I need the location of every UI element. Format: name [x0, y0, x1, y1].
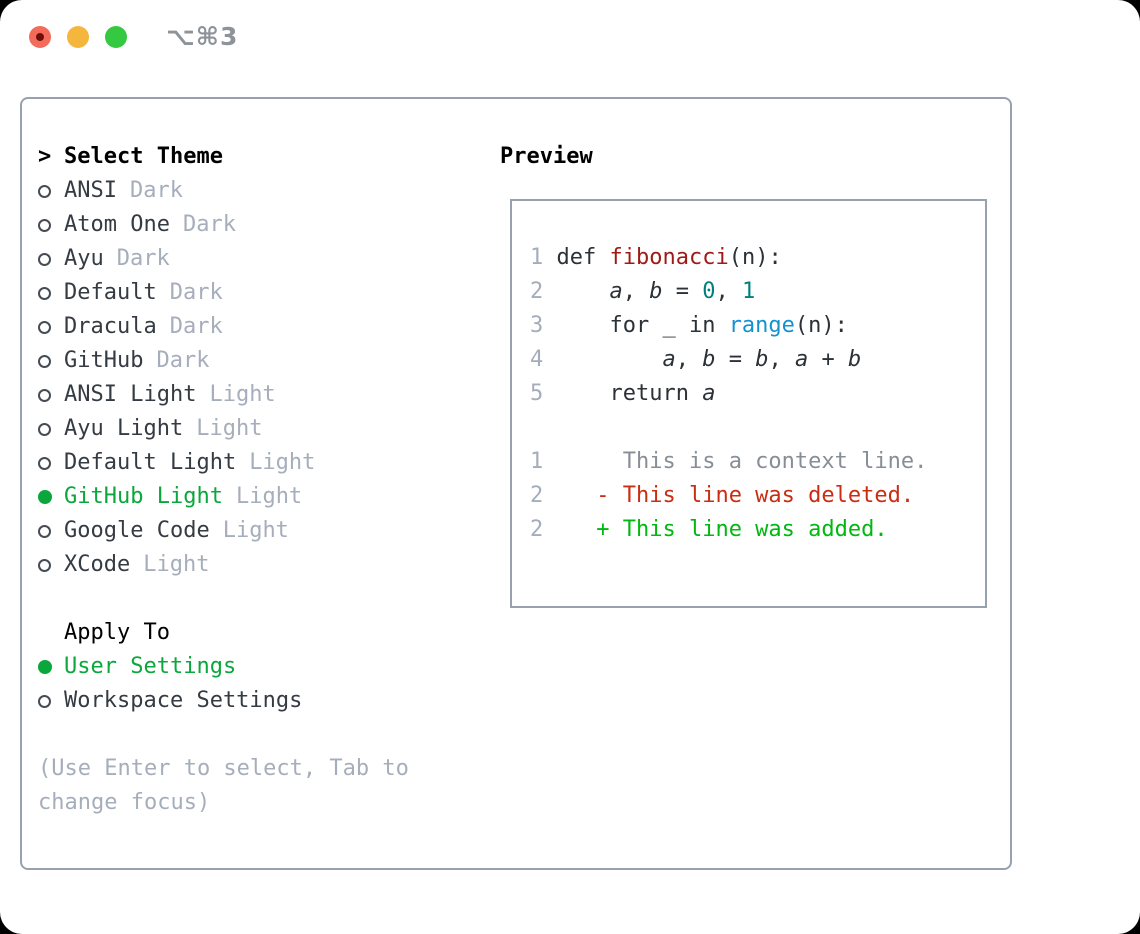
- code-line: 3 for _ in range(n):: [530, 313, 848, 338]
- theme-name: ANSI: [64, 178, 117, 203]
- apply-to-header: Apply To: [38, 616, 409, 650]
- theme-list: > Select Theme ANSI Dark Atom One Dark A…: [38, 140, 409, 820]
- radio-icon: [38, 252, 64, 266]
- radio-icon: [38, 422, 64, 436]
- diff-added-line: 2 + This line was added.: [530, 517, 888, 542]
- diff-context-line: 1 This is a context line.: [530, 449, 928, 474]
- close-button[interactable]: [29, 26, 51, 48]
- footer-hint-line1: (Use Enter to select, Tab to: [38, 756, 409, 781]
- blank-line: [530, 411, 985, 445]
- theme-variant: Dark: [169, 280, 223, 305]
- diff-deleted-line: 2 - This line was deleted.: [530, 483, 915, 508]
- preview-title: Preview: [500, 144, 593, 169]
- theme-option-ansi-light[interactable]: ANSI Light Light: [38, 378, 409, 412]
- theme-option-default-light[interactable]: Default Light Light: [38, 446, 409, 480]
- theme-name: Ayu Light: [64, 416, 184, 441]
- theme-option-ansi-dark[interactable]: ANSI Dark: [38, 174, 409, 208]
- apply-to-label: Apply To: [64, 620, 170, 645]
- theme-variant: Light: [143, 552, 210, 577]
- radio-icon: [38, 218, 64, 232]
- theme-variant: Light: [235, 484, 303, 509]
- theme-option-xcode-light[interactable]: XCode Light: [38, 548, 409, 582]
- footer-hint-line2: change focus): [38, 790, 211, 815]
- theme-variant: Dark: [156, 348, 210, 373]
- theme-variant: Dark: [116, 246, 170, 271]
- theme-variant: Light: [222, 518, 289, 543]
- theme-option-google-code-light[interactable]: Google Code Light: [38, 514, 409, 548]
- apply-option-workspace-settings[interactable]: Workspace Settings: [38, 684, 409, 718]
- apply-option-label: User Settings: [64, 654, 237, 679]
- apply-option-user-settings[interactable]: User Settings: [38, 650, 409, 684]
- theme-variant: Dark: [129, 178, 183, 203]
- theme-option-github-light-selected[interactable]: GitHub Light Light: [38, 480, 409, 514]
- radio-icon: [38, 354, 64, 368]
- preview-pane: 1 def fibonacci(n): 2 a, b = 0, 1 3 for …: [510, 199, 987, 608]
- theme-name: Dracula: [64, 314, 157, 339]
- radio-icon: [38, 184, 64, 198]
- radio-icon: [38, 694, 64, 708]
- theme-option-atom-one-dark[interactable]: Atom One Dark: [38, 208, 409, 242]
- theme-variant: Light: [249, 450, 316, 475]
- theme-name: Default: [64, 280, 157, 305]
- theme-name: Default Light: [64, 450, 237, 475]
- theme-variant: Dark: [169, 314, 223, 339]
- radio-icon: [38, 558, 64, 572]
- theme-variant: Dark: [182, 212, 236, 237]
- theme-option-dracula-dark[interactable]: Dracula Dark: [38, 310, 409, 344]
- theme-name: GitHub: [64, 348, 144, 373]
- radio-selected-icon: [38, 660, 64, 674]
- theme-option-github-dark[interactable]: GitHub Dark: [38, 344, 409, 378]
- select-theme-label: Select Theme: [64, 144, 223, 169]
- radio-icon: [38, 456, 64, 470]
- radio-icon: [38, 286, 64, 300]
- theme-name: Google Code: [64, 518, 210, 543]
- code-line: 2 a, b = 0, 1: [530, 279, 756, 304]
- theme-name: GitHub Light: [64, 484, 223, 509]
- window-title: ⌥⌘3: [166, 22, 239, 51]
- minimize-button[interactable]: [67, 26, 89, 48]
- theme-variant: Light: [196, 416, 263, 441]
- radio-selected-icon: [38, 490, 64, 504]
- theme-variant: Light: [209, 382, 276, 407]
- zoom-button[interactable]: [105, 26, 127, 48]
- theme-name: XCode: [64, 552, 131, 577]
- code-line: 1 def fibonacci(n):: [530, 245, 782, 270]
- apply-option-label: Workspace Settings: [64, 688, 303, 713]
- radio-icon: [38, 388, 64, 402]
- cursor-arrow-icon: >: [38, 144, 52, 169]
- code-line: 4 a, b = b, a + b: [530, 347, 862, 372]
- code-line: 5 return a: [530, 381, 716, 406]
- theme-option-ayu-dark[interactable]: Ayu Dark: [38, 242, 409, 276]
- select-theme-header: > Select Theme: [38, 140, 409, 174]
- theme-name: ANSI Light: [64, 382, 197, 407]
- theme-name: Ayu: [64, 246, 104, 271]
- theme-option-ayu-light[interactable]: Ayu Light Light: [38, 412, 409, 446]
- theme-name: Atom One: [64, 212, 170, 237]
- radio-icon: [38, 524, 64, 538]
- radio-icon: [38, 320, 64, 334]
- theme-option-default-dark[interactable]: Default Dark: [38, 276, 409, 310]
